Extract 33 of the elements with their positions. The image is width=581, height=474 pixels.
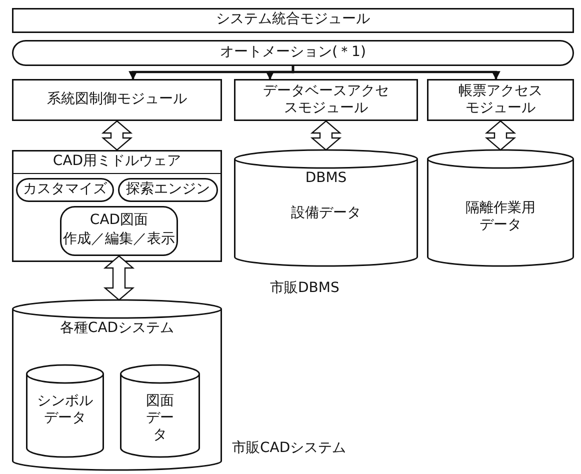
node-label: 設備データ bbox=[290, 205, 362, 222]
double-arrow bbox=[103, 255, 135, 301]
node-label: 作成／編集／表示 bbox=[62, 231, 176, 248]
node-label: 探索エンジン bbox=[125, 181, 211, 198]
node-label: システム統合モジュール bbox=[215, 11, 371, 28]
node-label: 各種CADシステム bbox=[58, 320, 176, 337]
function-pill bbox=[118, 178, 218, 202]
node-label: CAD図面 bbox=[88, 212, 150, 229]
module-box bbox=[427, 79, 574, 121]
node-label: 帳票アクセスモジュール bbox=[458, 83, 544, 117]
module-box bbox=[234, 79, 418, 121]
side-note: 市販CADシステム bbox=[232, 440, 346, 457]
node-label: シンボルデータ bbox=[36, 393, 94, 427]
node-label: 隔離作業用データ bbox=[464, 200, 536, 234]
side-note: 市販DBMS bbox=[270, 280, 340, 297]
node-label: 図面データ bbox=[145, 393, 175, 444]
interface-bar bbox=[12, 40, 574, 66]
node-label: 系統図制御モジュール bbox=[46, 91, 188, 108]
node-label: CAD用ミドルウェア bbox=[52, 153, 182, 170]
database-cylinder bbox=[427, 150, 574, 266]
double-arrow bbox=[310, 120, 342, 151]
function-pill bbox=[16, 178, 114, 202]
database-cylinder bbox=[234, 150, 418, 266]
module-box bbox=[12, 8, 574, 33]
node-label: DBMS bbox=[304, 170, 348, 187]
node-label: オートメーション(＊1) bbox=[219, 44, 367, 61]
arrow bbox=[292, 66, 500, 80]
double-arrow bbox=[101, 120, 133, 151]
double-arrow bbox=[484, 120, 516, 151]
module-box bbox=[12, 79, 222, 121]
node-label: データベースアクセスモジュール bbox=[262, 83, 390, 117]
function-pill bbox=[60, 206, 178, 256]
node-label: カスタマイズ bbox=[22, 181, 108, 198]
